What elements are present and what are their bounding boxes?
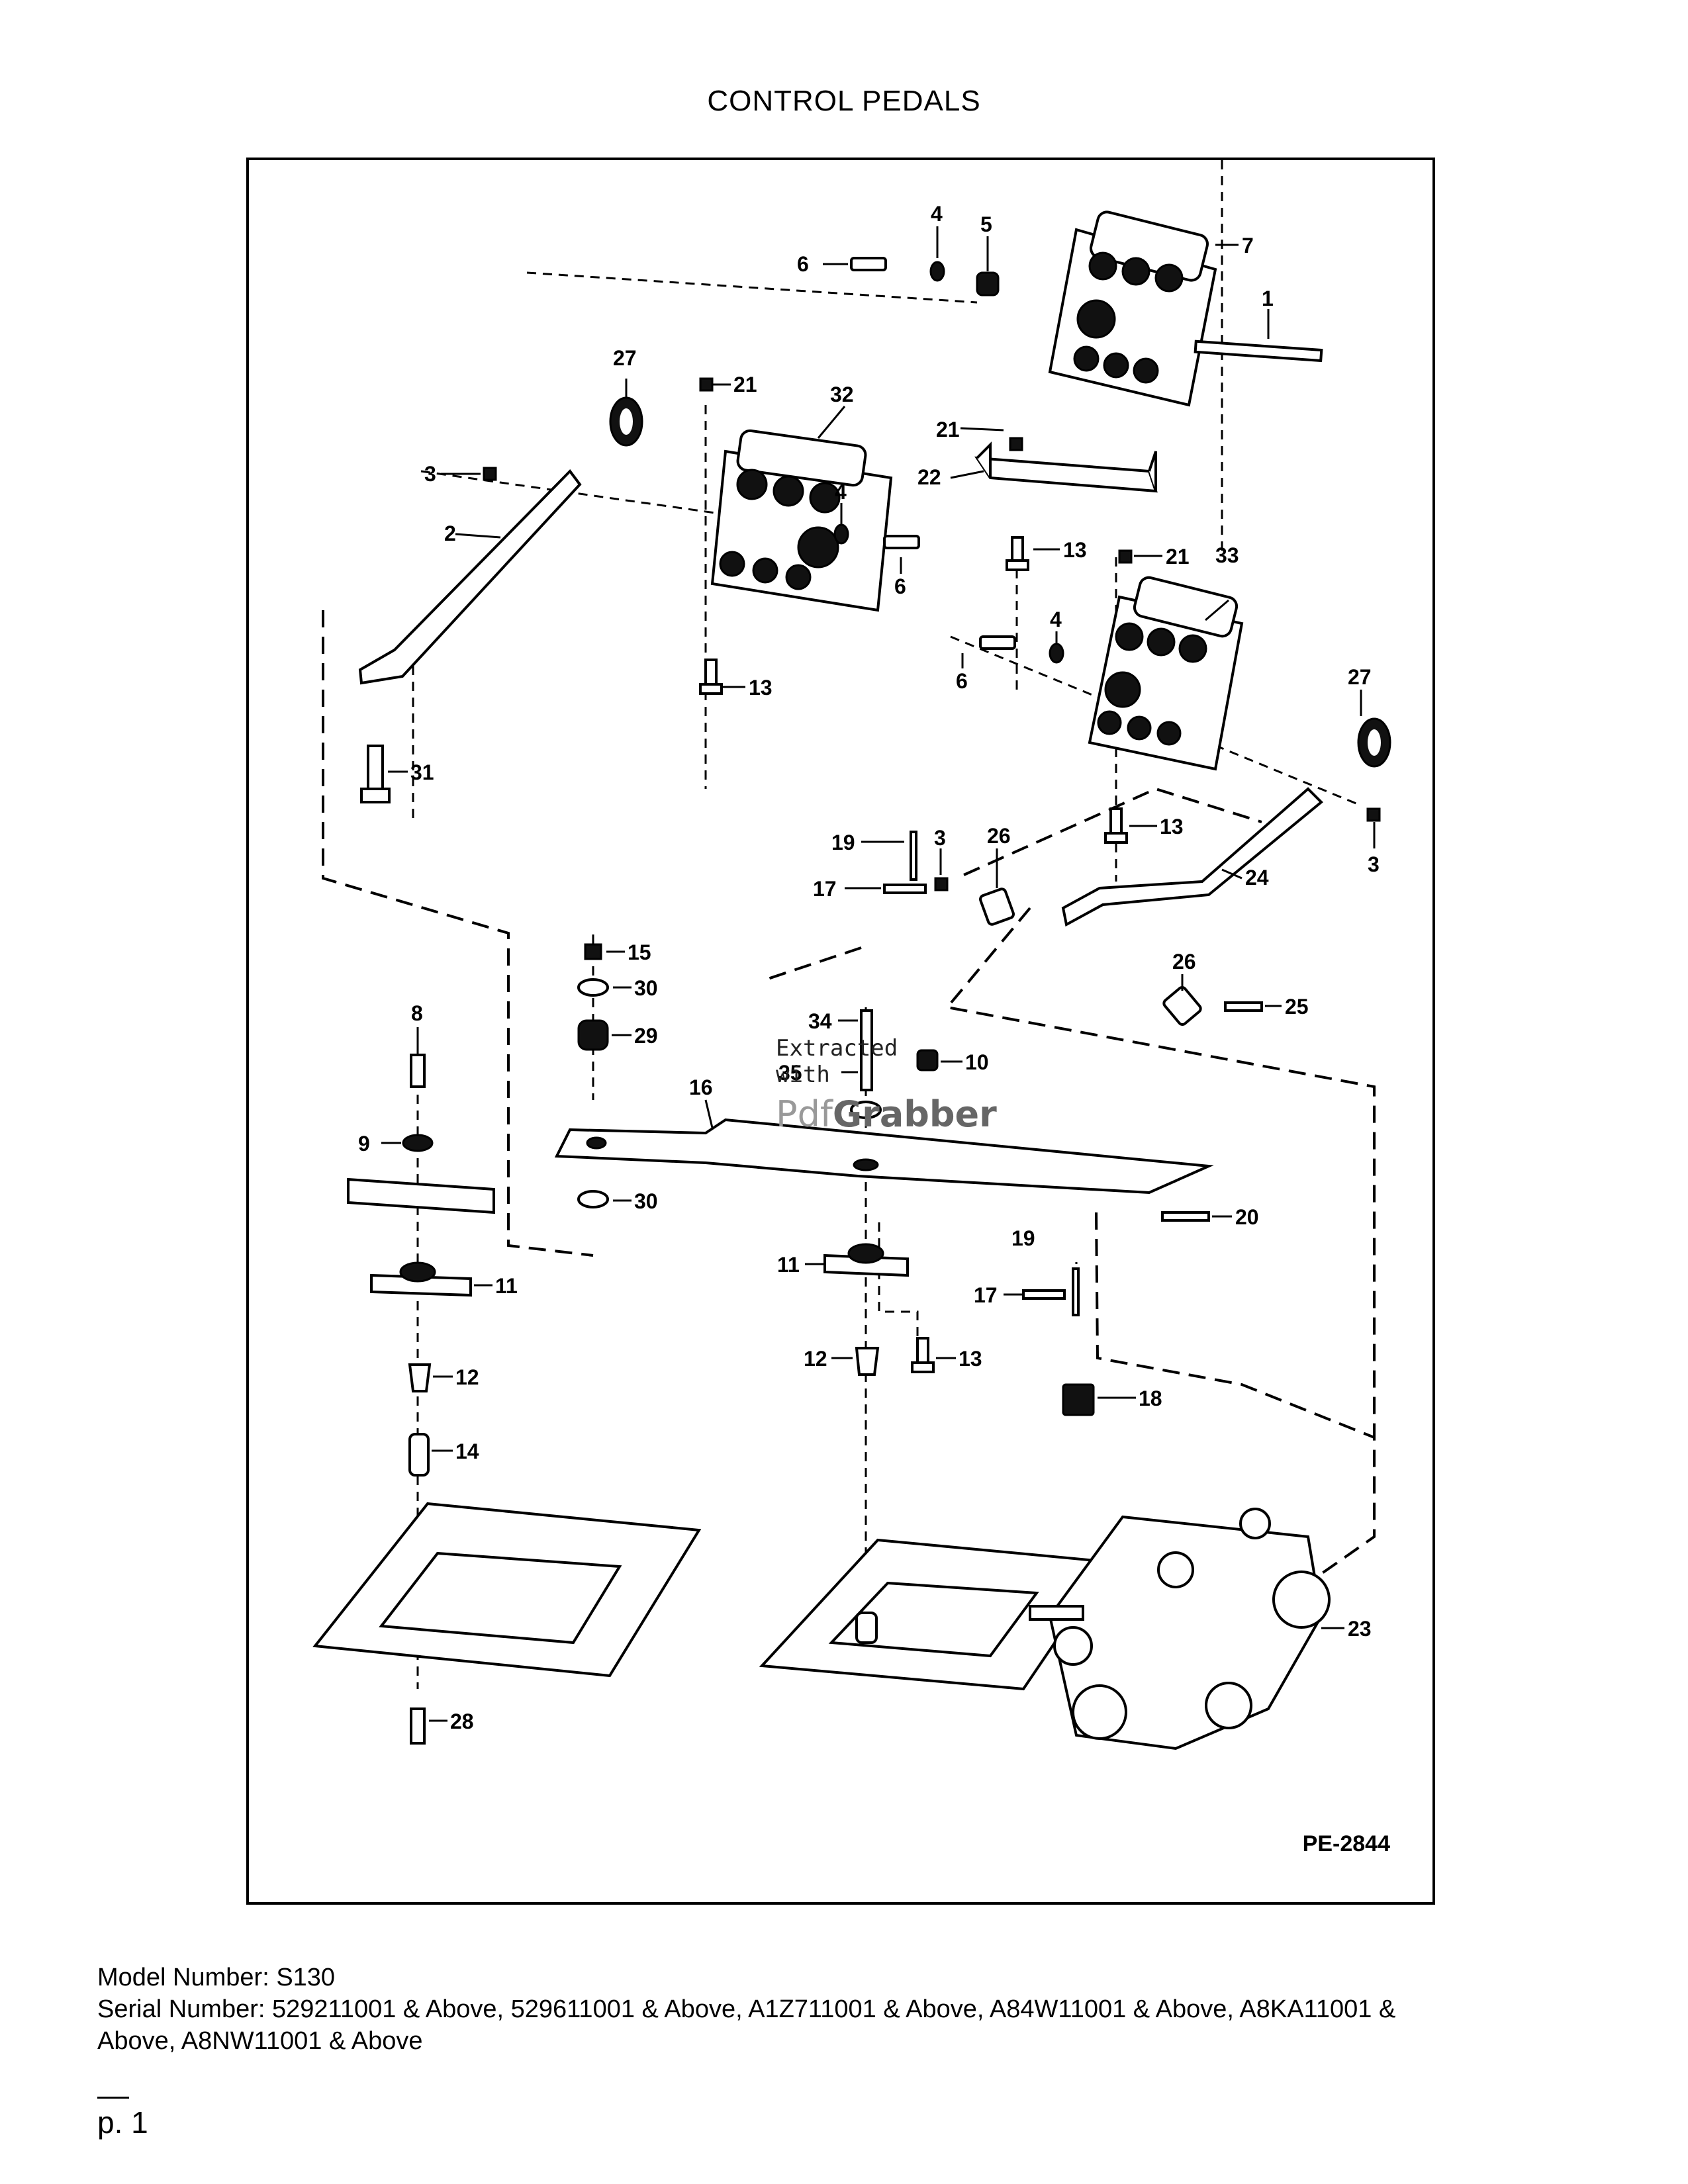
callout-1: 1 [1262,287,1274,310]
callout-13: 13 [1063,538,1087,562]
diagram-code: PE-2844 [1302,1831,1390,1856]
callout-13: 13 [959,1347,982,1371]
callout-6: 6 [797,252,809,276]
callout-7: 7 [1242,234,1254,257]
watermark-line-2: with [776,1062,830,1088]
callout-11: 11 [777,1253,800,1277]
parts-diagram-frame: 1 2 3 3 3 4 4 4 5 6 6 6 7 8 9 10 11 11 1… [246,158,1435,1905]
callout-19: 19 [1011,1226,1035,1250]
callout-9: 9 [358,1132,370,1156]
callout-26: 26 [987,824,1011,848]
exploded-parts-diagram: 1 2 3 3 3 4 4 4 5 6 6 6 7 8 9 10 11 11 1… [312,160,1391,1751]
watermark-logo-b: Grabber [832,1093,997,1135]
callout-8: 8 [411,1001,423,1025]
callout-12: 12 [455,1365,479,1389]
callout-21: 21 [733,373,757,396]
callout-26: 26 [1172,950,1196,974]
pedal-33 [1088,576,1244,771]
callout-3: 3 [424,462,436,486]
callout-13: 13 [749,676,773,700]
page-title: CONTROL PEDALS [707,85,981,117]
callout-15: 15 [628,940,651,964]
callout-23: 23 [1348,1617,1372,1641]
callout-6: 6 [956,669,968,693]
callout-14: 14 [455,1439,479,1463]
callout-18: 18 [1139,1387,1162,1410]
callout-31: 31 [410,760,434,784]
watermark-logo: PdfGrabber [776,1093,1001,1135]
callout-4: 4 [1050,608,1062,631]
pedal-32 [710,429,893,612]
callout-17: 17 [813,877,837,901]
callout-24: 24 [1245,866,1269,889]
callout-32: 32 [830,383,854,406]
callout-11: 11 [495,1274,518,1298]
callout-10: 10 [965,1050,989,1074]
callout-22: 22 [917,465,941,489]
callout-30: 30 [634,976,658,1000]
callout-27: 27 [613,346,637,370]
callout-21: 21 [1166,545,1190,569]
callout-21: 21 [936,418,960,441]
valve-23 [1029,1508,1331,1751]
watermark-line-1: Extracted [776,1035,898,1062]
callout-16: 16 [689,1075,713,1099]
model-number: Model Number: S130 [97,1964,336,1991]
model-info: Model Number: S130 Serial Number: 529211… [97,1962,1607,2057]
callout-6: 6 [894,574,906,598]
callout-20: 20 [1235,1205,1259,1229]
callout-13: 13 [1160,815,1184,839]
callout-35: 35 [778,1061,802,1085]
watermark-logo-a: Pdf [776,1093,833,1135]
callout-30: 30 [634,1189,658,1213]
callout-labels: 1 2 3 3 3 4 4 4 5 6 6 6 7 8 9 10 11 11 1… [358,202,1380,1733]
callout-28: 28 [450,1709,474,1733]
page-number: p. 1 [97,2105,148,2140]
callout-3: 3 [1368,852,1380,876]
pdfgrabber-watermark: Extracted with PdfGrabber [776,1035,1001,1135]
callout-5: 5 [980,212,992,236]
callout-3: 3 [934,826,946,850]
leader-lines [381,226,1376,1722]
callout-4: 4 [931,202,943,226]
callout-34: 34 [808,1009,832,1033]
callout-29: 29 [634,1024,658,1048]
callout-2: 2 [444,522,456,545]
callout-17: 17 [974,1283,998,1307]
callout-25: 25 [1285,995,1309,1019]
callout-4: 4 [835,480,847,504]
serial-number-line-1: Serial Number: 529211001 & Above, 529611… [97,1995,1396,2023]
pedal-7 [1048,210,1217,407]
callout-12: 12 [804,1347,827,1371]
callout-33: 33 [1215,543,1239,567]
serial-number-line-2: Above, A8NW11001 & Above [97,2027,423,2055]
callout-27: 27 [1348,665,1372,689]
callout-19: 19 [831,831,855,854]
footer-rule [97,2097,129,2099]
